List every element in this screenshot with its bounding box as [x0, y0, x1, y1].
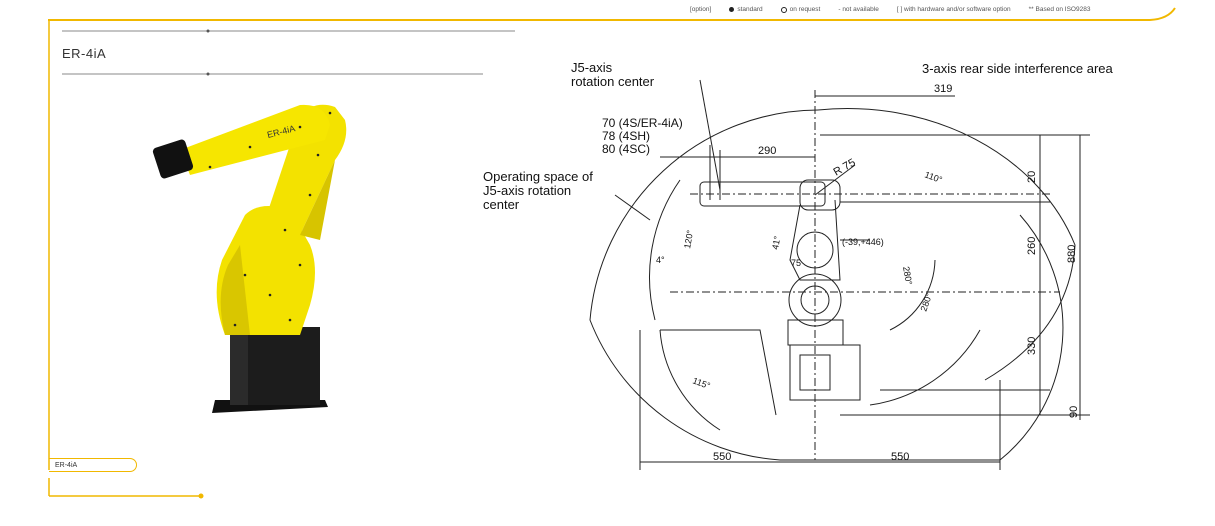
- dim-4: 4°: [656, 255, 665, 265]
- dim-20: 20: [1026, 171, 1038, 183]
- j5-offsets: 70 (4S/ER-4iA) 78 (4SH) 80 (4SC): [602, 116, 683, 156]
- filled-dot-icon: [729, 7, 735, 12]
- dim-110: 110°: [923, 169, 944, 185]
- hollow-dot-icon: [780, 6, 787, 13]
- dim-115: 115°: [691, 375, 712, 391]
- rear-area-label: 3-axis rear side interference area: [922, 61, 1113, 76]
- workspace-drawing: 319 290 R 75 110° 120° 4° 41° 75 (-39,+4…: [589, 79, 1090, 470]
- legend-based-on: ** Based on ISO9283: [1028, 6, 1091, 13]
- legend-on-request: on request: [780, 6, 820, 13]
- dim-280a: 280°: [901, 266, 914, 286]
- legend-standard: standard: [729, 6, 763, 13]
- model-tag: ER-4iA: [49, 458, 137, 472]
- dim-120: 120°: [682, 229, 695, 249]
- dim-330: 330: [1026, 337, 1038, 355]
- legend-not-available: - not available: [838, 6, 879, 13]
- dim-90: 90: [1068, 406, 1080, 418]
- dim-550-left: 550: [713, 451, 731, 463]
- page-title: ER-4iA: [62, 46, 107, 61]
- dim-75: 75: [791, 258, 801, 268]
- operating-space-label: Operating space of J5-axis rotation cent…: [483, 169, 593, 212]
- legend-option: [option]: [690, 6, 712, 13]
- dim-280b: 280°: [918, 291, 934, 312]
- dim-260: 260: [1026, 237, 1038, 255]
- availability-legend: [option] standard on request - not avail…: [690, 6, 1090, 13]
- dim-41: 41°: [770, 235, 782, 251]
- dim-r75: R 75: [832, 157, 858, 179]
- dim-319: 319: [934, 83, 952, 95]
- dim-550-right: 550: [891, 451, 909, 463]
- dim-290: 290: [758, 145, 776, 157]
- legend-hw-sw-option: [ ] with hardware and/or software option: [896, 6, 1011, 13]
- dim-880: 880: [1066, 245, 1078, 263]
- j5-axis-label: J5-axis rotation center: [571, 60, 655, 89]
- robot-image: ER-4iA: [152, 104, 347, 413]
- dim-coord: (-39,+446): [842, 237, 884, 247]
